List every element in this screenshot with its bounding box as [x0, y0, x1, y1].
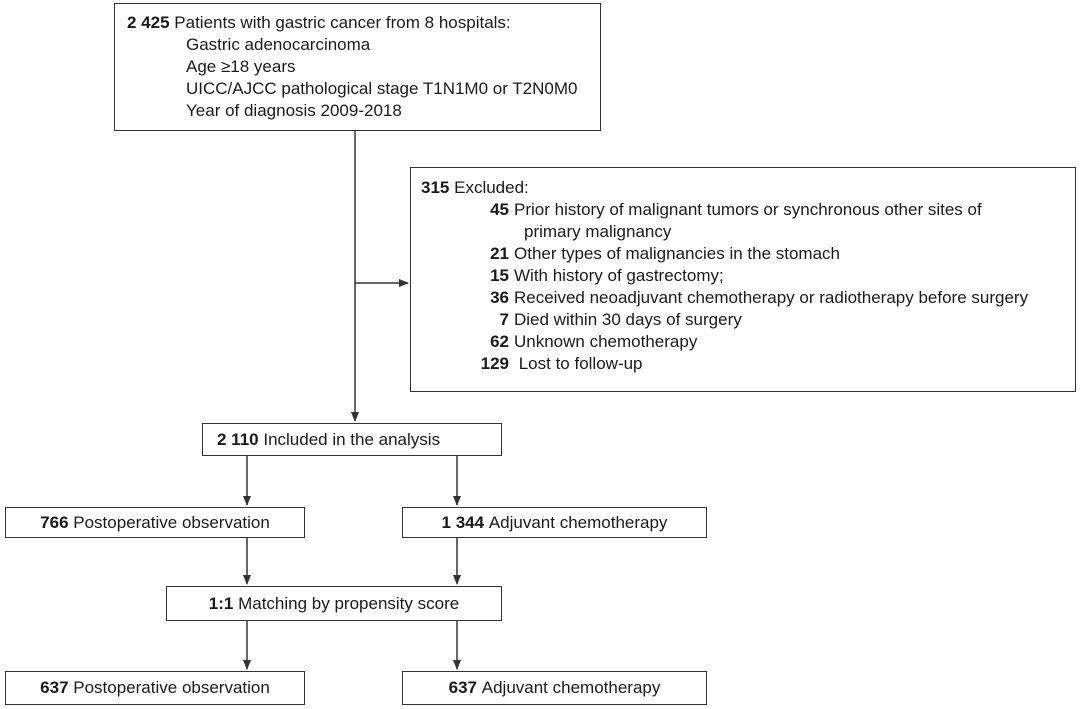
adjuvant-count: 1 344: [441, 512, 485, 532]
exclusion-count: 15: [490, 266, 509, 285]
criterion-item: Gastric adenocarcinoma: [186, 35, 371, 54]
exclusion-item: 62 Unknown chemotherapy: [457, 331, 1075, 353]
included-box: 2 110 Included in the analysis: [202, 423, 502, 456]
observation-count: 766: [40, 512, 69, 532]
exclusion-count: 129: [480, 354, 509, 373]
matched-adjuvant-label: Adjuvant chemotherapy: [481, 678, 661, 697]
observation-box: 766 Postoperative observation: [5, 507, 305, 538]
adjuvant-box: 1 344 Adjuvant chemotherapy: [402, 507, 707, 538]
exclusion-item: 21 Other types of malignancies in the st…: [457, 243, 1075, 265]
matched-adjuvant-count: 637: [448, 678, 478, 697]
excluded-box: 315 Excluded: 45 Prior history of malign…: [410, 167, 1076, 392]
criterion-item: Age ≥18 years: [186, 57, 296, 76]
criterion-item: Year of diagnosis 2009-2018: [186, 101, 402, 120]
exclusion-item: 36 Received neoadjuvant chemotherapy or …: [457, 287, 1075, 309]
excluded-header: 315 Excluded:: [421, 177, 1075, 199]
population-box: 2 425 Patients with gastric cancer from …: [114, 3, 601, 131]
matched-observation-label: Postoperative observation: [73, 678, 270, 697]
population-header: 2 425 Patients with gastric cancer from …: [127, 12, 600, 34]
observation-label: Postoperative observation: [73, 512, 270, 532]
excluded-count: 315: [421, 178, 450, 197]
exclusion-count: 21: [490, 244, 509, 263]
exclusion-text: Received neoadjuvant chemotherapy or rad…: [514, 288, 1029, 307]
exclusion-item: 15 With history of gastrectomy;: [457, 265, 1075, 287]
exclusion-count: 62: [490, 332, 509, 351]
criterion-item: UICC/AJCC pathological stage T1N1M0 or T…: [186, 79, 578, 98]
exclusion-text-continued: primary malignancy: [524, 222, 672, 241]
exclusion-text: Unknown chemotherapy: [514, 332, 698, 351]
adjuvant-label: Adjuvant chemotherapy: [488, 512, 668, 532]
matching-label: Matching by propensity score: [238, 593, 460, 613]
exclusion-text: Other types of malignancies in the stoma…: [514, 244, 840, 263]
exclusion-text: Prior history of malignant tumors or syn…: [514, 200, 982, 219]
population-count: 2 425: [127, 13, 170, 32]
matched-observation-count: 637: [40, 678, 69, 697]
matching-ratio: 1:1: [208, 593, 234, 613]
matched-observation-box: 637 Postoperative observation: [5, 671, 305, 705]
exclusion-count: 36: [490, 288, 509, 307]
matching-box: 1:1 Matching by propensity score: [166, 586, 502, 621]
exclusion-item: 45 Prior history of malignant tumors or …: [457, 199, 1075, 221]
exclusion-text: With history of gastrectomy;: [514, 266, 724, 285]
included-label: Included in the analysis: [263, 429, 441, 449]
exclusion-text: Lost to follow-up: [514, 354, 643, 373]
exclusion-count: 7: [499, 310, 509, 329]
exclusion-item: 7 Died within 30 days of surgery: [457, 309, 1075, 331]
excluded-label: Excluded:: [454, 178, 529, 197]
exclusion-text: Died within 30 days of surgery: [514, 310, 742, 329]
included-count: 2 110: [217, 429, 259, 449]
population-label: Patients with gastric cancer from 8 hosp…: [174, 13, 511, 32]
exclusion-item: 129 Lost to follow-up: [457, 353, 1075, 375]
matched-adjuvant-box: 637 Adjuvant chemotherapy: [402, 671, 707, 705]
exclusion-count: 45: [490, 200, 509, 219]
